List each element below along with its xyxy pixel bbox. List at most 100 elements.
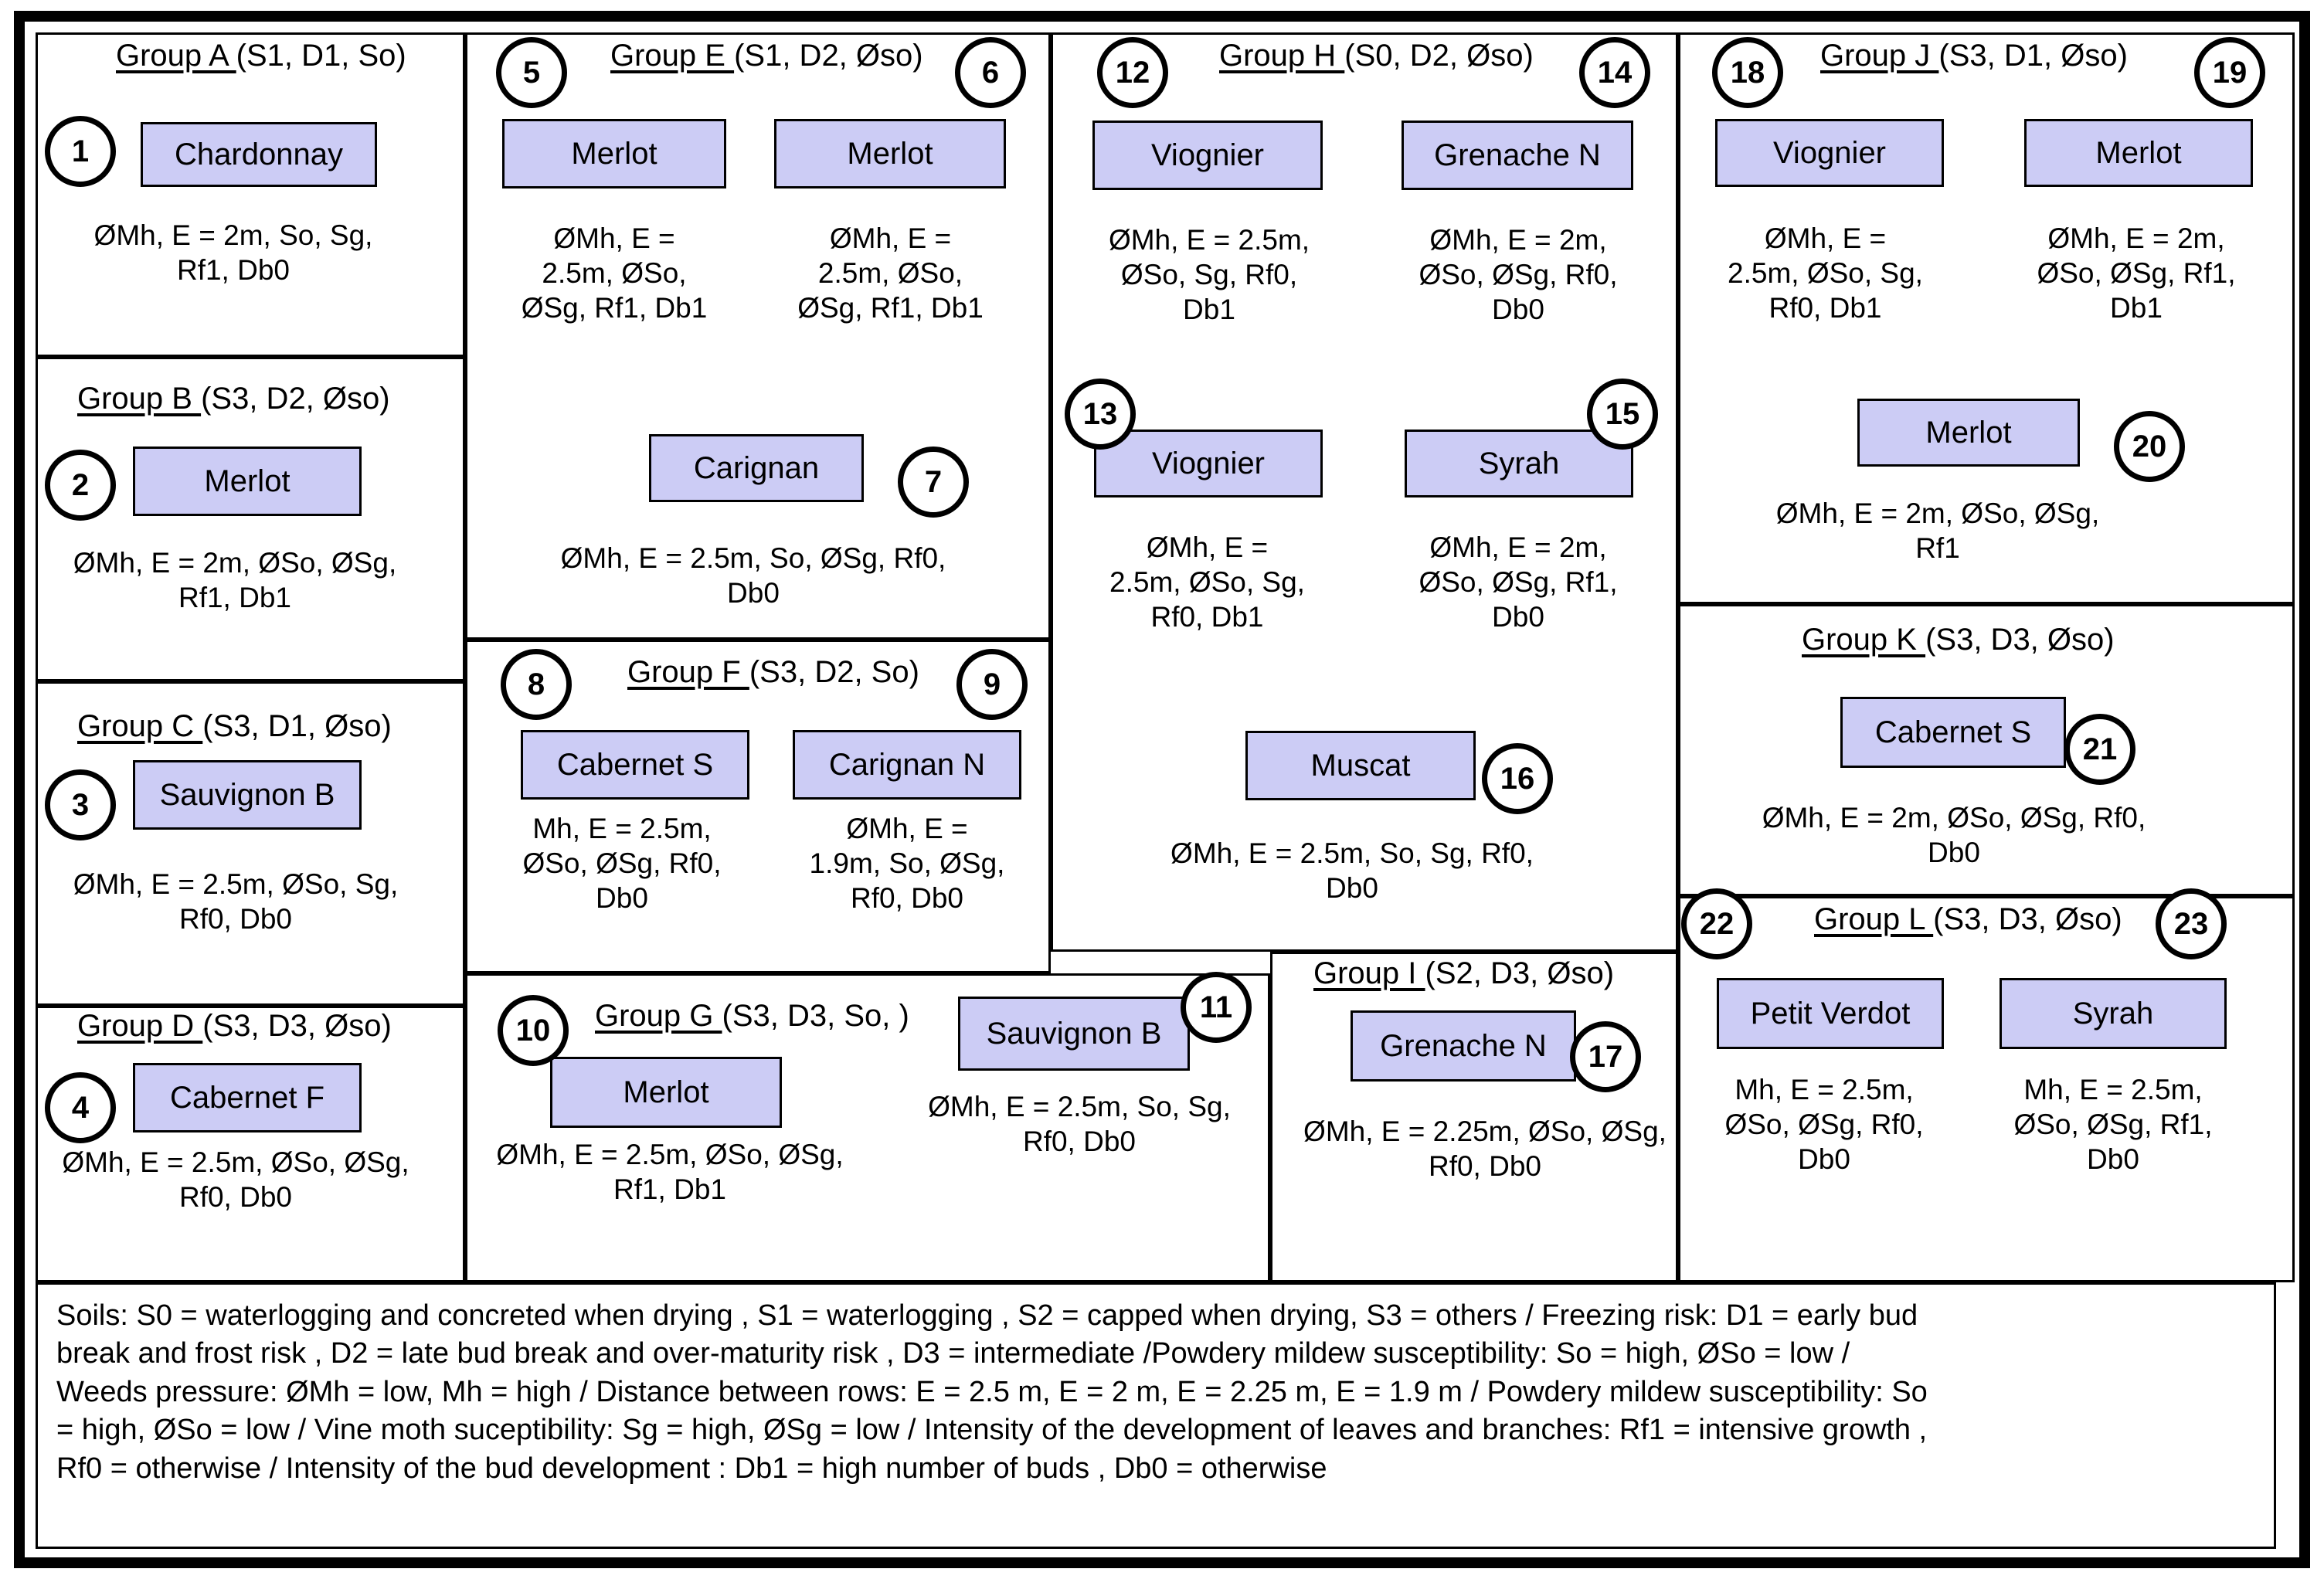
group-b-title-name: Group B	[77, 382, 202, 416]
variety-attrs-19: ØMh, E = 2m, ØSo, ØSg, Rf1, Db1	[2037, 222, 2236, 324]
variety-box-carignan-e7[interactable]: Carignan	[649, 434, 864, 502]
group-a-title-params: (S1, D1, So)	[236, 39, 406, 73]
marker-16[interactable]: 16	[1482, 743, 1553, 814]
group-e-title: Group E (S1, D2, Øso)	[610, 40, 923, 71]
variety-box-cabernet-f[interactable]: Cabernet F	[133, 1063, 362, 1132]
variety-box-cabernet-s-k21[interactable]: Cabernet S	[1840, 697, 2066, 768]
group-f-title: Group F (S3, D2, So)	[627, 657, 919, 688]
variety-box-petit-verdot-l22[interactable]: Petit Verdot	[1717, 978, 1944, 1049]
variety-attrs-12: ØMh, E = 2.5m, ØSo, Sg, Rf0, Db1	[1108, 224, 1310, 326]
legend-line-3: Weeds pressure: ØMh = low, Mh = high / D…	[56, 1375, 1928, 1408]
variety-attrs-16: ØMh, E = 2.5m, So, Sg, Rf0, Db0	[1170, 837, 1534, 905]
variety-box-viognier-h13[interactable]: Viognier	[1094, 430, 1323, 497]
variety-attrs-23: Mh, E = 2.5m, ØSo, ØSg, Rf1, Db0	[2013, 1074, 2213, 1176]
marker-10[interactable]: 10	[498, 995, 569, 1066]
variety-attrs-20: ØMh, E = 2m, ØSo, ØSg, Rf1	[1775, 497, 2100, 565]
variety-box-sauvignon-b-g11[interactable]: Sauvignon B	[958, 997, 1190, 1071]
variety-attrs-21: ØMh, E = 2m, ØSo, ØSg, Rf0, Db0	[1762, 802, 2146, 869]
legend-line-1: Soils: S0 = waterlogging and concreted w…	[56, 1299, 1918, 1332]
group-l-title-params: (S3, D3, Øso)	[1933, 902, 2122, 936]
variety-box-sauvignon-b-c[interactable]: Sauvignon B	[133, 760, 362, 830]
marker-9[interactable]: 9	[956, 649, 1028, 720]
legend-line-2: break and frost risk , D2 = late bud bre…	[56, 1337, 1850, 1370]
marker-8[interactable]: 8	[501, 649, 572, 720]
marker-6[interactable]: 6	[955, 37, 1026, 108]
group-j-title: Group J (S3, D1, Øso)	[1820, 40, 2128, 71]
group-f-title-params: (S3, D2, So)	[749, 655, 919, 689]
variety-attrs-22: Mh, E = 2.5m, ØSo, ØSg, Rf0, Db0	[1724, 1074, 1924, 1176]
panel-group-b	[36, 357, 465, 681]
marker-23[interactable]: 23	[2156, 888, 2227, 959]
group-h-title-name: Group H	[1219, 39, 1345, 73]
group-c-title-name: Group C	[77, 709, 203, 743]
variety-box-muscat-h16[interactable]: Muscat	[1245, 731, 1476, 800]
group-i-title-name: Group I	[1313, 956, 1425, 990]
variety-attrs-9: ØMh, E = 1.9m, So, ØSg, Rf0, Db0	[809, 813, 1005, 915]
group-b-title: Group B (S3, D2, Øso)	[77, 383, 390, 414]
variety-attrs-4: ØMh, E = 2.5m, ØSo, ØSg, Rf0, Db0	[62, 1146, 409, 1214]
variety-box-merlot-j20[interactable]: Merlot	[1857, 399, 2080, 467]
legend-line-5: Rf0 = otherwise / Intensity of the bud d…	[56, 1452, 1327, 1485]
marker-15[interactable]: 15	[1587, 379, 1658, 450]
variety-box-syrah-h15[interactable]: Syrah	[1405, 430, 1633, 497]
legend-line-4: = high, ØSo = low / Vine moth suceptibil…	[56, 1414, 1928, 1447]
marker-7[interactable]: 7	[898, 447, 969, 518]
variety-box-merlot-b[interactable]: Merlot	[133, 447, 362, 516]
group-k-title-name: Group K	[1802, 623, 1926, 657]
variety-box-merlot-e5[interactable]: Merlot	[502, 119, 726, 188]
group-a-title-name: Group A	[116, 39, 236, 73]
group-e-title-params: (S1, D2, Øso)	[734, 39, 923, 73]
variety-box-cabernet-s-f8[interactable]: Cabernet S	[521, 730, 749, 800]
marker-18[interactable]: 18	[1712, 37, 1783, 108]
group-g-title: Group G (S3, D3, So, )	[595, 1000, 909, 1031]
variety-attrs-2: ØMh, E = 2m, ØSo, ØSg, Rf1, Db1	[73, 547, 397, 614]
variety-attrs-10: ØMh, E = 2.5m, ØSo, ØSg, Rf1, Db1	[496, 1139, 844, 1206]
variety-box-carignan-n-f9[interactable]: Carignan N	[793, 730, 1021, 800]
panel-group-a	[36, 32, 465, 357]
variety-attrs-13: ØMh, E = 2.5m, ØSo, Sg, Rf0, Db1	[1109, 531, 1305, 633]
variety-attrs-3: ØMh, E = 2.5m, ØSo, Sg, Rf0, Db0	[73, 868, 399, 936]
marker-22[interactable]: 22	[1681, 888, 1752, 959]
marker-2[interactable]: 2	[45, 450, 116, 521]
group-i-title: Group I (S2, D3, Øso)	[1313, 958, 1614, 989]
marker-12[interactable]: 12	[1097, 37, 1168, 108]
panel-group-c	[36, 681, 465, 1006]
group-b-title-params: (S3, D2, Øso)	[201, 382, 390, 416]
marker-20[interactable]: 20	[2114, 411, 2185, 482]
marker-21[interactable]: 21	[2064, 714, 2135, 785]
variety-box-grenache-n-h14[interactable]: Grenache N	[1402, 121, 1633, 190]
variety-attrs-1: ØMh, E = 2m, So, Sg, Rf1, Db0	[93, 219, 373, 287]
marker-17[interactable]: 17	[1570, 1021, 1641, 1092]
marker-5[interactable]: 5	[496, 37, 567, 108]
marker-1[interactable]: 1	[45, 116, 116, 187]
variety-box-viognier-j18[interactable]: Viognier	[1715, 119, 1944, 187]
marker-19[interactable]: 19	[2194, 37, 2265, 108]
group-a-title: Group A (S1, D1, So)	[116, 40, 406, 71]
marker-13[interactable]: 13	[1065, 379, 1136, 450]
marker-4[interactable]: 4	[45, 1072, 116, 1143]
variety-box-grenache-n-i17[interactable]: Grenache N	[1351, 1010, 1576, 1082]
group-d-title-params: (S3, D3, Øso)	[202, 1009, 392, 1043]
group-k-title-params: (S3, D3, Øso)	[1925, 623, 2115, 657]
marker-3[interactable]: 3	[45, 769, 116, 840]
variety-attrs-8: Mh, E = 2.5m, ØSo, ØSg, Rf0, Db0	[522, 813, 722, 915]
variety-attrs-6: ØMh, E = 2.5m, ØSo, ØSg, Rf1, Db1	[797, 222, 984, 324]
panel-group-d	[36, 1006, 465, 1282]
variety-box-merlot-j19[interactable]: Merlot	[2024, 119, 2253, 187]
group-g-title-name: Group G	[595, 999, 722, 1033]
marker-11[interactable]: 11	[1181, 972, 1252, 1043]
group-f-title-name: Group F	[627, 655, 749, 689]
group-h-title-params: (S0, D2, Øso)	[1344, 39, 1534, 73]
variety-box-syrah-l23[interactable]: Syrah	[2000, 978, 2227, 1049]
variety-box-chardonnay[interactable]: Chardonnay	[141, 122, 377, 187]
variety-attrs-17: ØMh, E = 2.25m, ØSo, ØSg, Rf0, Db0	[1303, 1115, 1667, 1183]
group-g-title-params: (S3, D3, So, )	[722, 999, 909, 1033]
variety-attrs-11: ØMh, E = 2.5m, So, Sg, Rf0, Db0	[928, 1091, 1231, 1158]
marker-14[interactable]: 14	[1579, 37, 1650, 108]
variety-box-merlot-e6[interactable]: Merlot	[774, 119, 1006, 188]
variety-box-merlot-g10[interactable]: Merlot	[550, 1057, 782, 1128]
group-h-title: Group H (S0, D2, Øso)	[1219, 40, 1534, 71]
group-l-title: Group L (S3, D3, Øso)	[1814, 904, 2122, 935]
variety-box-viognier-h12[interactable]: Viognier	[1092, 121, 1323, 190]
